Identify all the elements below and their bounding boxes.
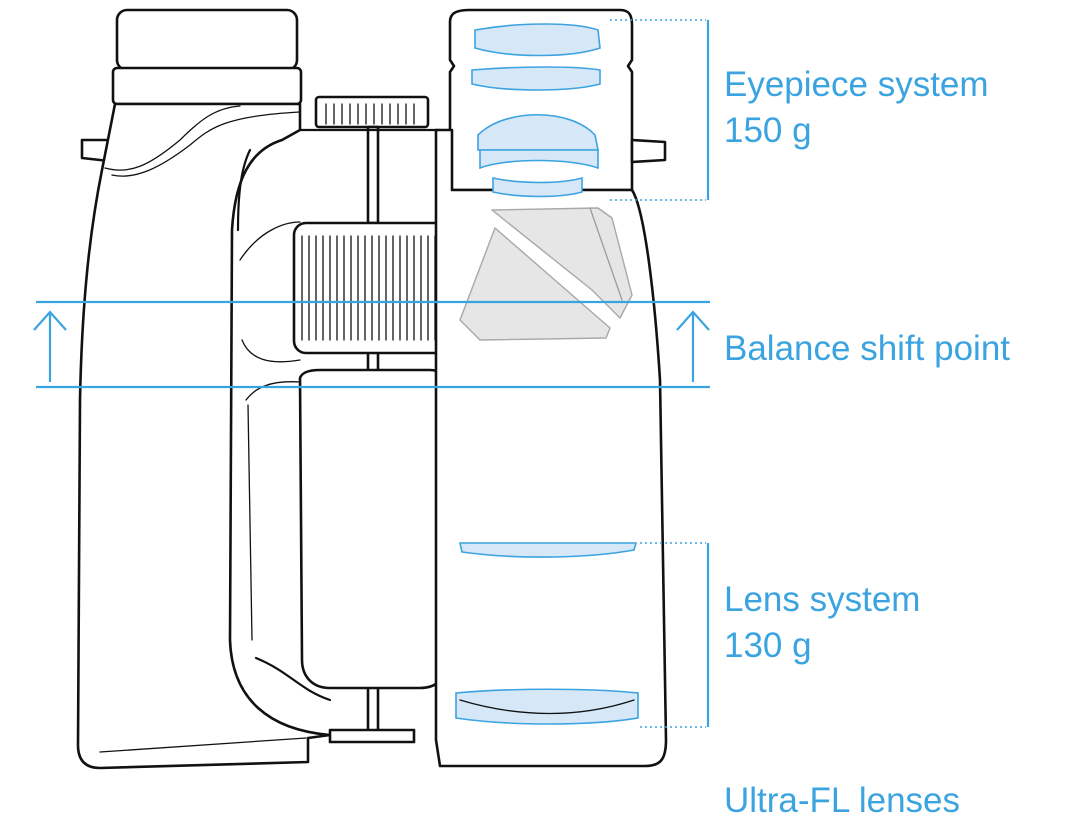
- right-strap-lug: [630, 138, 667, 164]
- objective-lens-1: [459, 542, 638, 558]
- lens-weight-label: 130 g: [724, 626, 812, 665]
- hinge-axis-top: [366, 125, 380, 225]
- balance-arrow-right: [676, 310, 710, 382]
- annotations: [33, 19, 710, 728]
- eyepiece-lens-1: [474, 23, 601, 57]
- ultra-fl-lenses-label: Ultra-FL lenses: [724, 781, 960, 820]
- balance-shift-point-label: Balance shift point: [724, 329, 1011, 368]
- left-body: [76, 102, 332, 770]
- prism-edge: [589, 207, 623, 301]
- prism-group: [459, 207, 633, 341]
- hinge-axis-bottom: [366, 682, 380, 736]
- balance-label: Balance shift point: [724, 326, 1010, 372]
- lower-bridge-block: [298, 368, 449, 690]
- bridge-curve-a: [239, 221, 301, 261]
- left-bottom-line: [99, 737, 307, 753]
- eyepiece-weight-label: 150 g: [724, 111, 812, 150]
- left-eyepiece-ring: [111, 66, 303, 106]
- left-barrel: [76, 8, 332, 770]
- diopter-knob: [314, 95, 430, 129]
- objective-lens-2-curve: [459, 699, 635, 715]
- balance-arrow-left: [33, 310, 67, 382]
- prism-upper: [491, 207, 633, 319]
- left-shoulder-line-2: [111, 111, 301, 177]
- grip-bottom-curve: [254, 656, 332, 702]
- lens-system-label: Lens system: [724, 580, 921, 619]
- diopter-knurl: [325, 103, 415, 125]
- eyepiece-system-label: Eyepiece system: [724, 65, 989, 104]
- bridge-assembly: [236, 95, 449, 744]
- eyepiece-lens-3a: [477, 113, 599, 151]
- bridge-inner-curve: [236, 148, 252, 232]
- eyepiece-lens-2: [471, 66, 601, 91]
- grip-line-b: [247, 404, 253, 641]
- ultra-fl-label: Ultra-FL lenses: [724, 778, 960, 824]
- left-eyecup: [115, 8, 299, 72]
- grip-line-a: [245, 381, 301, 401]
- objective-lens-2: [455, 688, 639, 725]
- lens-group: [455, 23, 639, 725]
- left-shoulder-line: [104, 105, 241, 171]
- eyepiece-lens-3b: [479, 149, 599, 170]
- lens-label: Lens system 130 g: [724, 577, 920, 669]
- eyepiece-label: Eyepiece system 150 g: [724, 62, 989, 154]
- bridge-curve-b: [241, 339, 301, 363]
- eyepiece-lens-4: [492, 176, 583, 198]
- prism-lower: [459, 227, 611, 341]
- bridge-foot: [328, 728, 416, 744]
- focus-wheel: [292, 221, 449, 355]
